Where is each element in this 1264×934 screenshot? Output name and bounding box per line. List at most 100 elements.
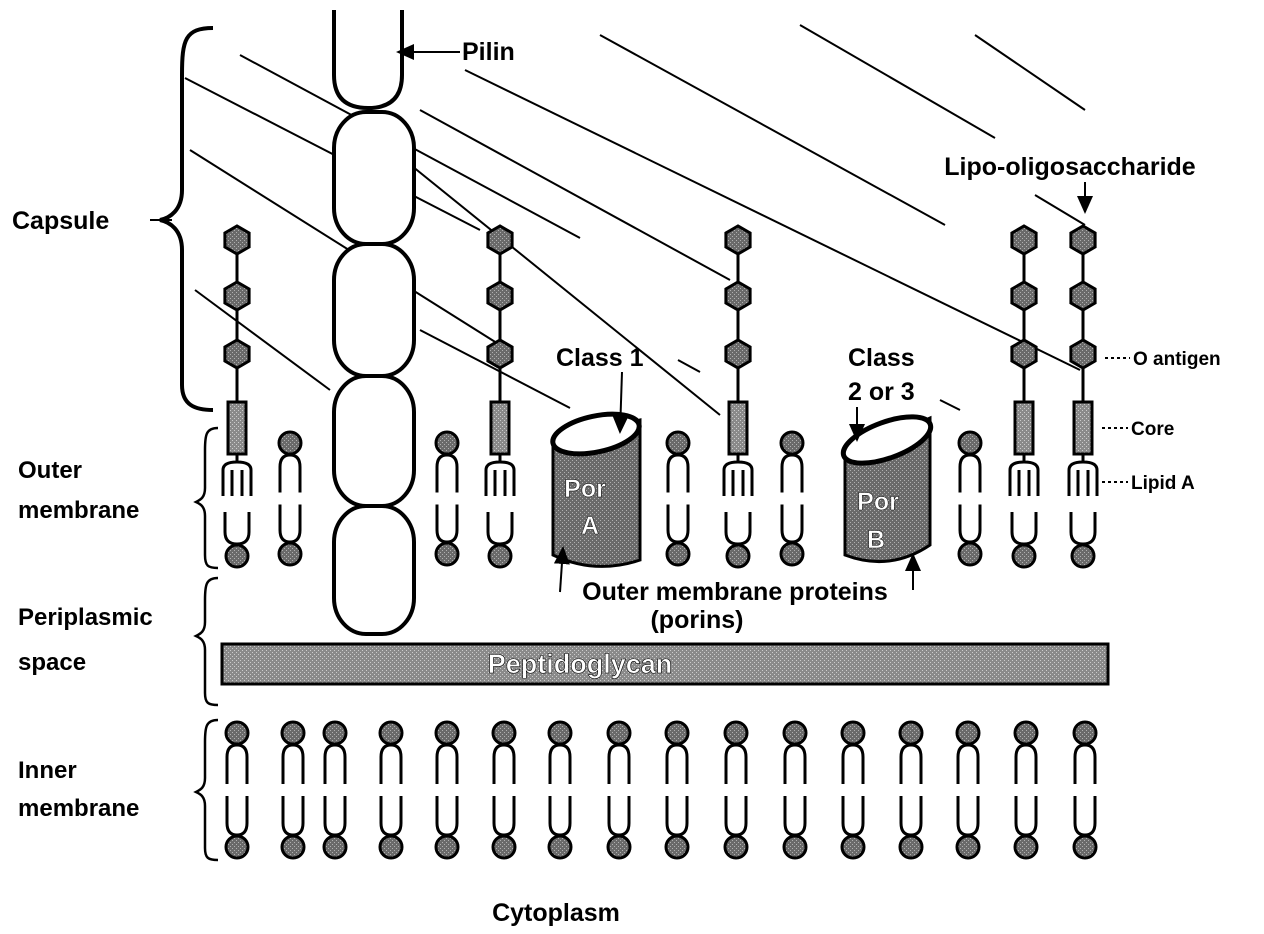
lipid-tails [1075, 745, 1095, 835]
lipid-head-top [608, 722, 630, 744]
core-block [1074, 402, 1092, 454]
lipid-head-top [380, 722, 402, 744]
pilin-label: Pilin [462, 38, 515, 66]
outer-phospholipid [781, 432, 803, 565]
inner-phospholipid [842, 722, 864, 858]
lipid-tails [726, 745, 746, 835]
lipid-tails [843, 745, 863, 835]
inner-phospholipid [493, 722, 515, 858]
sugar-hexagon [225, 340, 249, 368]
lipid-a-tails [724, 454, 752, 544]
lipid-tails [958, 745, 978, 835]
inner-phospholipid [436, 722, 458, 858]
lipid-head-bottom [667, 543, 689, 565]
outer-phospholipid [667, 432, 689, 565]
lipid-head-top [842, 722, 864, 744]
class1-label: Class 1 [556, 344, 644, 372]
lipid-head-top [666, 722, 688, 744]
por-b-label-2: B [867, 526, 885, 554]
omp-label-1: Outer membrane proteins [582, 578, 888, 606]
inner-phospholipid [725, 722, 747, 858]
lipid-a-head [1072, 545, 1094, 567]
lipid-head-top [725, 722, 747, 744]
lipid-head-top [667, 432, 689, 454]
core-label: Core [1131, 419, 1174, 440]
inner-phospholipid [1074, 722, 1096, 858]
class2-label-2: 2 or 3 [848, 378, 915, 406]
lipid-head-top [784, 722, 806, 744]
sugar-hexagon [726, 282, 750, 310]
lipo-oligosaccharide-molecule [223, 226, 251, 567]
lipid-head-bottom [784, 836, 806, 858]
lipid-head-bottom [666, 836, 688, 858]
lipid-a-head [727, 545, 749, 567]
outer-membrane-label-2: membrane [18, 497, 139, 524]
core-block [1015, 402, 1033, 454]
periplasmic-label-1: Periplasmic [18, 604, 153, 631]
lipid-head-bottom [282, 836, 304, 858]
inner-phospholipid [324, 722, 346, 858]
inner-phospholipid [226, 722, 248, 858]
outer-phospholipid [436, 432, 458, 565]
peptidoglycan-layer: Peptidoglycan [222, 644, 1108, 684]
cytoplasm-label: Cytoplasm [492, 899, 620, 927]
lipo-oligosaccharide-molecule [1010, 226, 1038, 567]
lipid-a-tails [223, 454, 251, 544]
capsule-label: Capsule [12, 207, 109, 235]
lipid-head-top [324, 722, 346, 744]
lipid-tails [782, 455, 802, 542]
lipid-head-bottom [608, 836, 630, 858]
sugar-hexagon [488, 226, 512, 254]
lipid-head-bottom [1074, 836, 1096, 858]
lipo-oligosaccharide-molecule [724, 226, 752, 567]
periplasmic-label-2: space [18, 649, 86, 676]
lipid-a-head [226, 545, 248, 567]
lipid-tails [437, 455, 457, 542]
sugar-hexagon [488, 340, 512, 368]
lipid-tails [785, 745, 805, 835]
lipid-head-bottom [493, 836, 515, 858]
outer-phospholipid [959, 432, 981, 565]
inner-phospholipid [957, 722, 979, 858]
sugar-hexagon [1012, 282, 1036, 310]
lipid-head-top [279, 432, 301, 454]
lipid-head-bottom [957, 836, 979, 858]
lipid-tails [1016, 745, 1036, 835]
lipid-tails [437, 745, 457, 835]
lipid-tails [494, 745, 514, 835]
porin-b: Por B [838, 407, 937, 561]
inner-membrane-label-1: Inner [18, 757, 77, 784]
inner-membrane-label-2: membrane [18, 795, 139, 822]
lipid-tails [960, 455, 980, 542]
lipid-head-top [549, 722, 571, 744]
periplasmic-brace [196, 578, 218, 705]
sugar-hexagon [1012, 340, 1036, 368]
inner-membrane [226, 722, 1096, 858]
lipid-tails [325, 745, 345, 835]
sugar-hexagon [225, 226, 249, 254]
lipid-a-tails [486, 454, 514, 544]
lipid-head-top [781, 432, 803, 454]
core-block [491, 402, 509, 454]
por-a-label-1: Por [564, 475, 606, 503]
sugar-hexagon [726, 226, 750, 254]
por-a-label-2: A [581, 512, 599, 540]
lipid-head-bottom [436, 543, 458, 565]
sugar-hexagon [488, 282, 512, 310]
lipid-tails [280, 455, 300, 542]
inner-phospholipid [900, 722, 922, 858]
lipid-head-bottom [781, 543, 803, 565]
lipid-head-bottom [725, 836, 747, 858]
outer-phospholipid [279, 432, 301, 565]
lipid-head-top [436, 432, 458, 454]
lipid-tails [283, 745, 303, 835]
lipid-tails [668, 455, 688, 542]
lipid-head-bottom [324, 836, 346, 858]
lipid-head-bottom [226, 836, 248, 858]
lipo-oligosaccharide-molecule [1069, 226, 1097, 567]
lipid-head-top [282, 722, 304, 744]
sugar-hexagon [726, 340, 750, 368]
lipid-a-tails [1010, 454, 1038, 544]
lipid-a-head [489, 545, 511, 567]
